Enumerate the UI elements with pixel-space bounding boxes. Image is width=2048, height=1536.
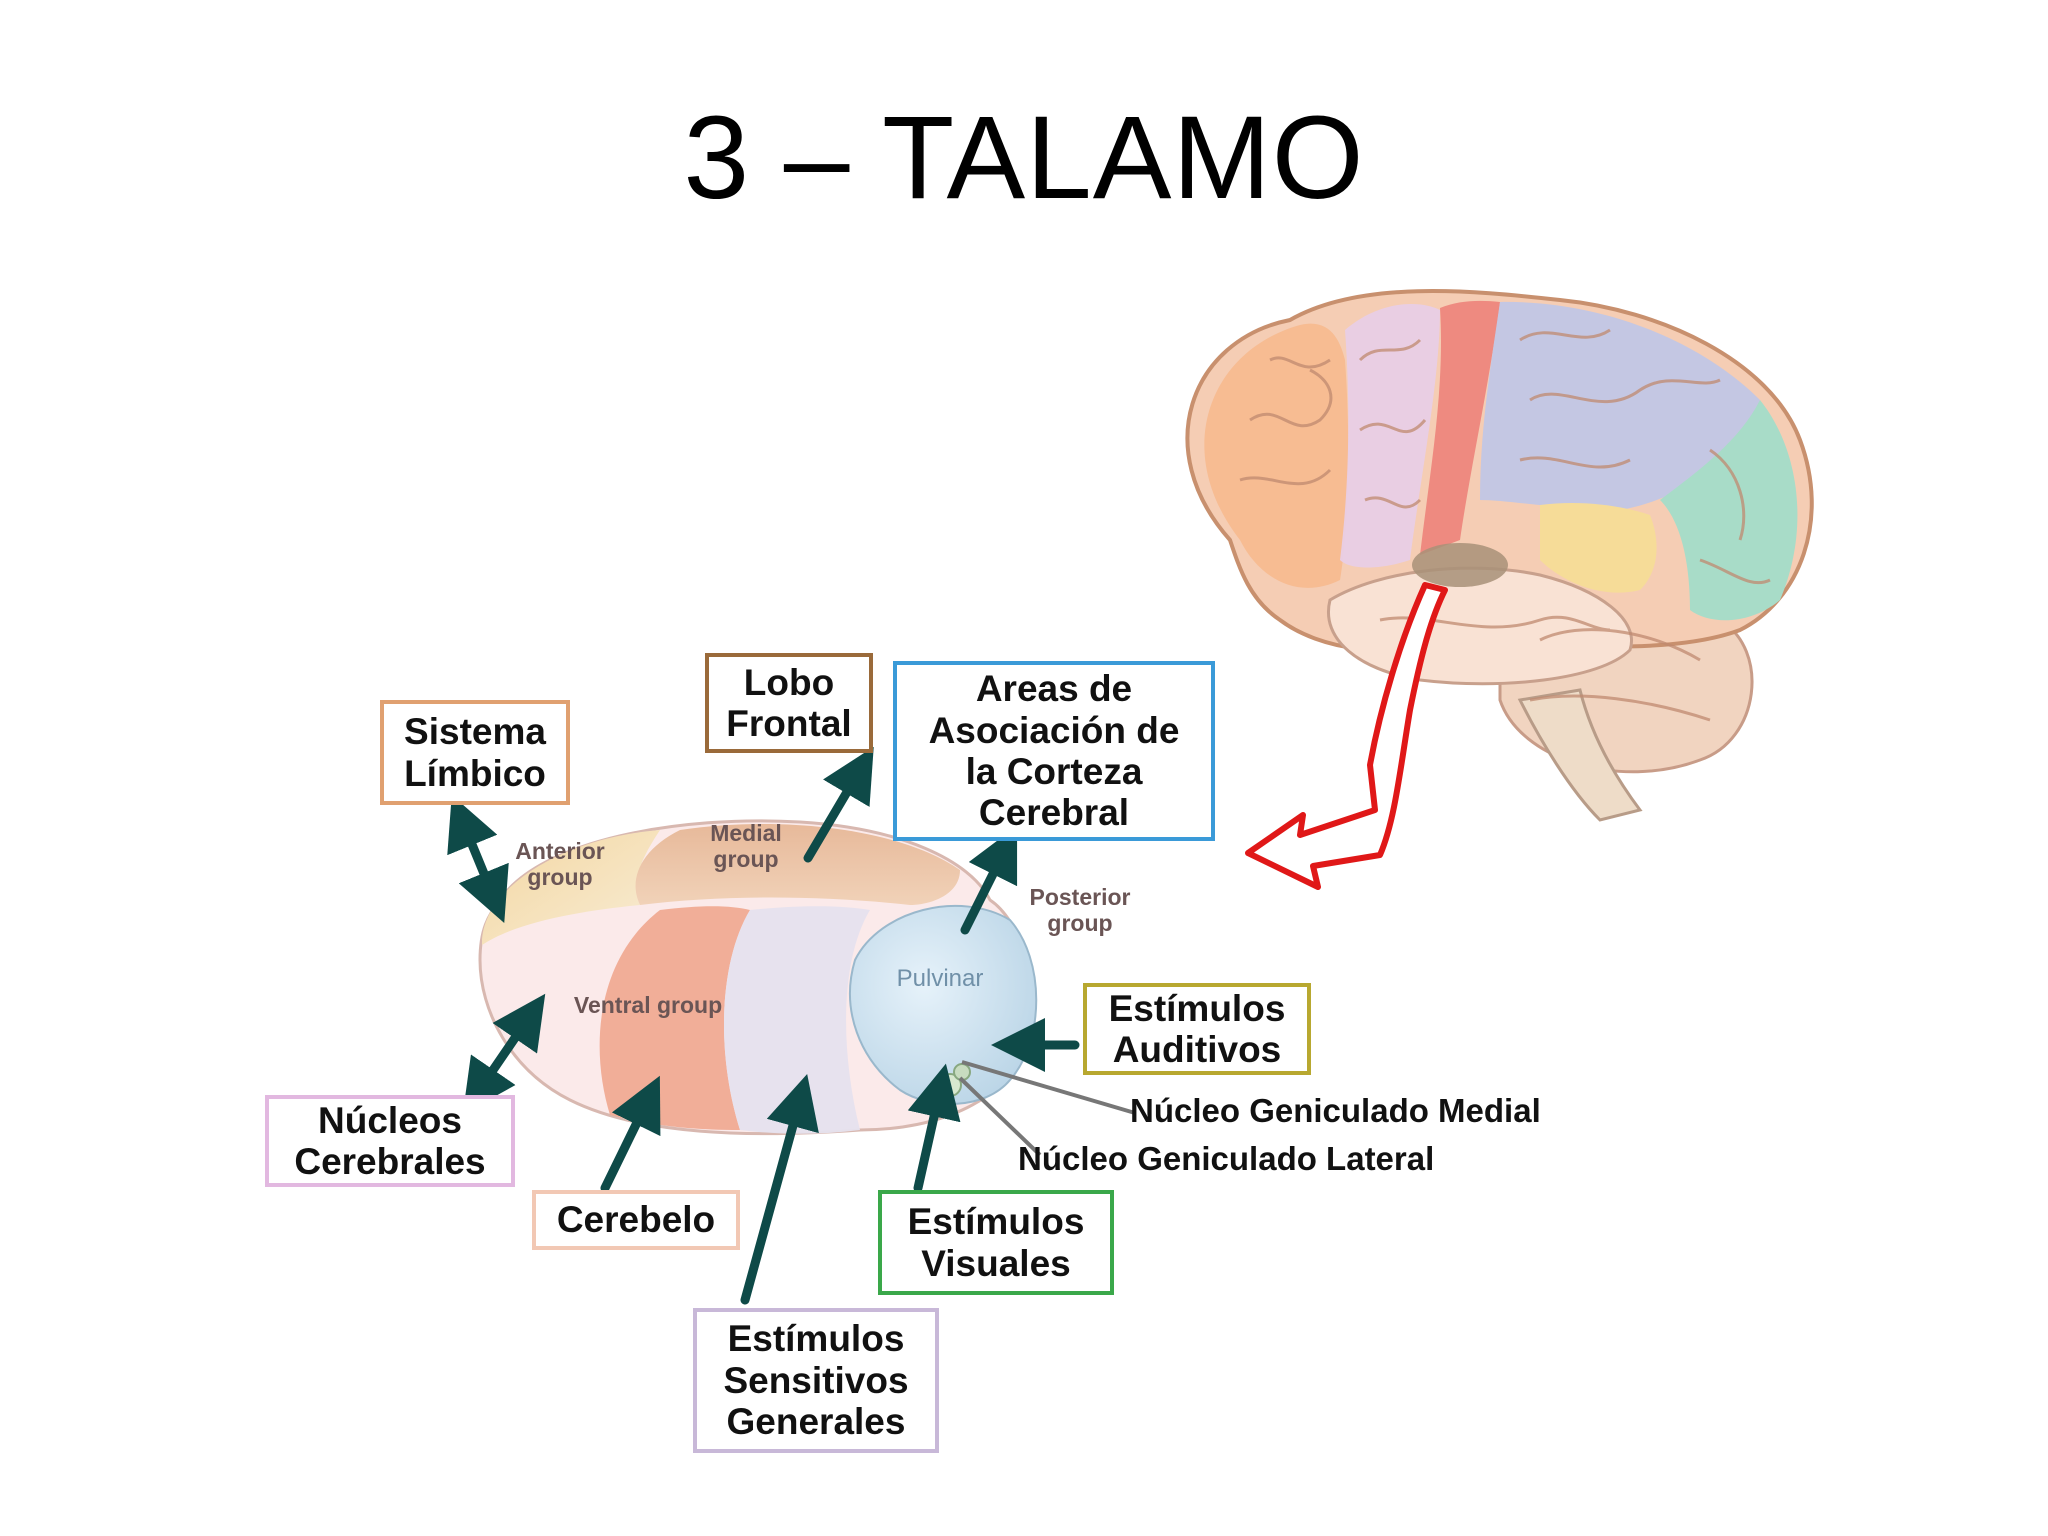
highlight-arrow-icon: [1245, 582, 1448, 890]
premotor-area-color: [1340, 304, 1440, 568]
estimulos-visuales-box: Estímulos Visuales: [878, 1190, 1114, 1295]
slide-title: 3 – TALAMO: [683, 92, 1365, 224]
geniculado-lateral-label: Núcleo Geniculado Lateral: [1018, 1140, 1435, 1177]
association-area-color: [1540, 503, 1657, 593]
estimulos-auditivos-box: Estímulos Auditivos: [1083, 983, 1311, 1075]
insula-shape: [1412, 543, 1508, 587]
connection-arrows: [447, 746, 1080, 1305]
arrow-lobo-frontal: [803, 746, 874, 863]
brainstem-shape: [1517, 688, 1643, 822]
sistema-limbico-box: Sistema Límbico: [380, 700, 570, 805]
frontal-lobe-color: [1204, 323, 1349, 588]
arrow-sensitivos: [740, 1073, 819, 1305]
areas-asociacion-box: Areas de Asociación de la Corteza Cerebr…: [893, 661, 1215, 841]
ventral-group-label: Ventral group: [573, 992, 723, 1018]
arrow-nucleos-cerebrales: [462, 993, 546, 1115]
posterior-group-label: Posterior group: [1029, 884, 1131, 937]
pointer-geniculado-lateral: [958, 1076, 1042, 1157]
anterior-group-region: [481, 830, 660, 945]
motor-cortex-strip: [1420, 300, 1500, 555]
anterior-group-label: Anterior group: [515, 838, 605, 891]
geniculate-pointer-lines: [958, 1060, 1136, 1157]
pointer-geniculado-medial: [961, 1060, 1136, 1115]
occipital-lobe-color: [1660, 400, 1798, 621]
nucleos-cerebrales-box: Núcleos Cerebrales: [265, 1095, 515, 1187]
arrow-limbico: [447, 795, 509, 923]
arrow-areas-asociacion: [960, 825, 1018, 935]
geniculado-medial-label: Núcleo Geniculado Medial: [1130, 1092, 1541, 1129]
ventral-group-band-pink: [599, 906, 750, 1130]
pulvinar-label: Pulvinar: [896, 965, 984, 992]
ventral-group-band-lilac: [723, 906, 870, 1134]
brain-illustration: [1185, 289, 1814, 822]
arrow-cerebelo: [600, 1075, 661, 1193]
medial-group-label: Medial group: [710, 820, 782, 873]
arrow-visuales: [907, 1063, 961, 1193]
estimulos-sensitivos-box: Estímulos Sensitivos Generales: [693, 1308, 939, 1453]
medial-group-region: [635, 823, 960, 905]
thalamus-illustration: [478, 819, 1038, 1136]
cerebelo-box: Cerebelo: [532, 1190, 740, 1250]
lobo-frontal-box: Lobo Frontal: [705, 653, 873, 753]
